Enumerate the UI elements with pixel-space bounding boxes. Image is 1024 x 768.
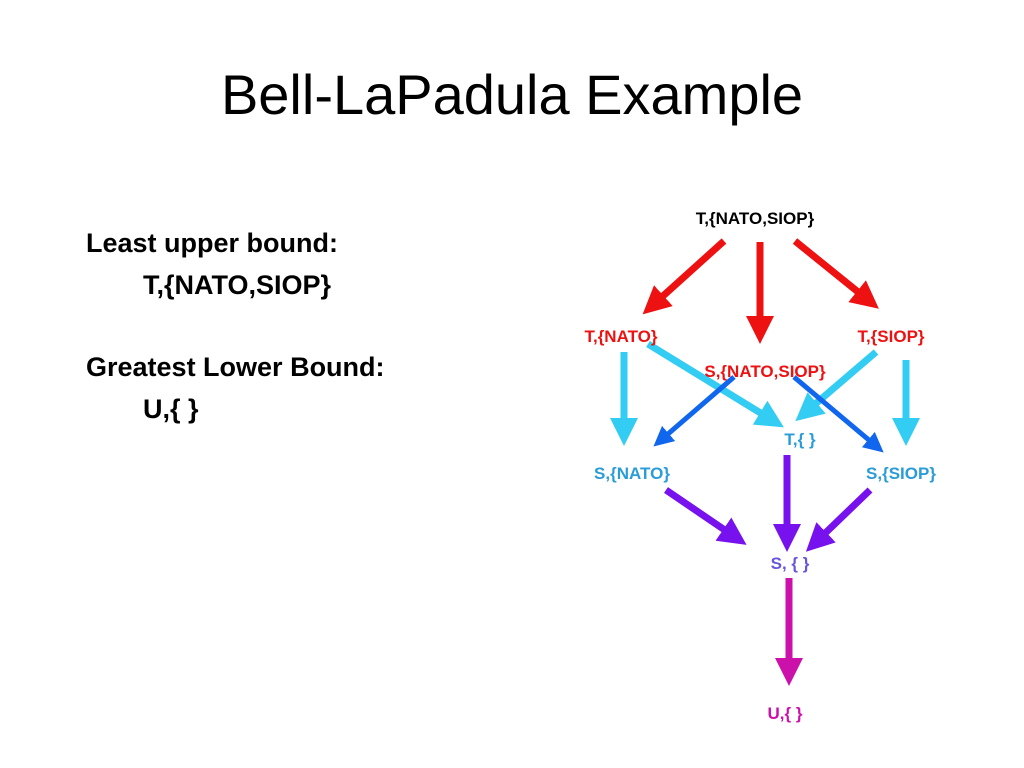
arrow-t-siop-to-t-empty	[795, 349, 879, 422]
slide-title: Bell-LaPadula Example	[220, 63, 804, 126]
node-s-nato-siop: S,{NATO,SIOP}	[704, 362, 826, 381]
arrow-s-siop-to-s-empty	[805, 487, 873, 552]
lub-value: T,{NATO,SIOP}	[143, 270, 332, 300]
node-s-nato: S,{NATO}	[594, 464, 670, 483]
arrow-s-nato-siop-to-s-nato	[653, 375, 736, 447]
node-s-empty: S, { }	[771, 554, 810, 573]
node-t-nato: T,{NATO}	[584, 327, 657, 346]
arrow-s-nato-to-s-empty	[664, 487, 747, 545]
glb-value: U,{ }	[143, 394, 199, 424]
arrow-top-to-t-nato	[642, 238, 727, 315]
node-t-empty: T,{ }	[784, 430, 816, 449]
node-top: T,{NATO,SIOP}	[696, 209, 815, 228]
glb-label: Greatest Lower Bound:	[86, 352, 385, 382]
lub-label: Least upper bound:	[86, 228, 338, 258]
node-u-empty: U,{ }	[768, 704, 803, 723]
arrow-top-to-t-siop	[792, 238, 879, 309]
arrow-t-nato-to-t-empty	[646, 341, 784, 428]
node-t-siop: T,{SIOP}	[857, 327, 924, 346]
node-s-siop: S,{SIOP}	[866, 464, 936, 483]
arrow-s-nato-siop-to-s-siop	[792, 375, 884, 453]
